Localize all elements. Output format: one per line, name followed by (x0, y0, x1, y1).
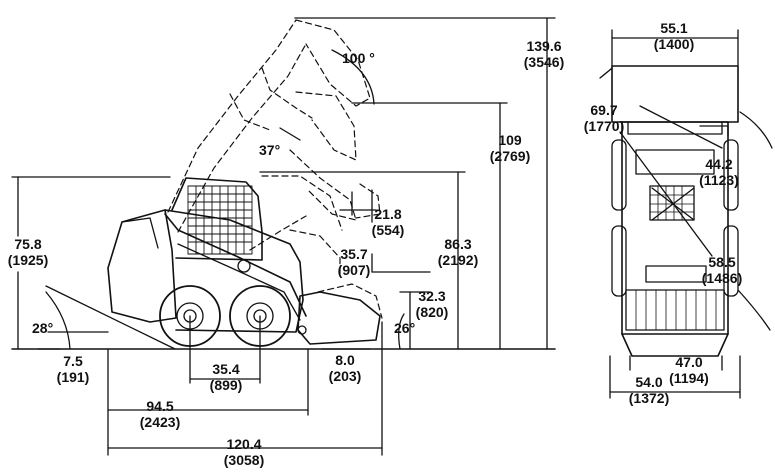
height-no-attachment-label: 75.8 (1925) (7, 236, 49, 268)
side-dimension-lines (11, 17, 556, 350)
tread-width-label: 47.0 (1194) (669, 354, 709, 386)
dump-angle-label: 37° (259, 142, 281, 158)
angle-arcs (45, 49, 405, 350)
turning-radius-front-label: 58.5 (1486) (701, 254, 743, 286)
height-overall-label: 139.6 (3546) (523, 38, 565, 70)
hinge-pin-height-label: 109 (2769) (489, 132, 531, 164)
length-no-attachment-label: 94.5 (2423) (139, 398, 181, 430)
departure-angle-label: 28° (32, 320, 54, 336)
width-overall-label: 54.0 (1372) (628, 374, 670, 406)
dump-reach-label: 21.8 (554) (371, 206, 405, 238)
bucket-offset-label: 8.0 (203) (328, 352, 362, 384)
width-bucket-label: 55.1 (1400) (653, 20, 695, 52)
length-with-bucket-label: 120.4 (3058) (223, 436, 265, 468)
dump-height-label: 35.7 (907) (337, 246, 371, 278)
bucket-height-label: 32.3 (820) (415, 288, 449, 320)
turning-radius-bucket-label: 69.7 (1770) (583, 102, 625, 134)
length-dimension-lines (37, 315, 383, 456)
raised-positions (167, 19, 383, 319)
ground-clearance-label: 7.5 (191) (56, 353, 90, 385)
rollback-angle-label: 26° (394, 320, 416, 336)
turning-radius-rear-label: 44.2 (1123) (699, 156, 739, 188)
wheelbase-label: 35.4 (899) (209, 361, 243, 393)
loader-top-view (599, 29, 773, 399)
dump-angle-raised-label: 100 ° (342, 50, 375, 66)
height-to-cab-label: 86.3 (2192) (437, 236, 479, 268)
